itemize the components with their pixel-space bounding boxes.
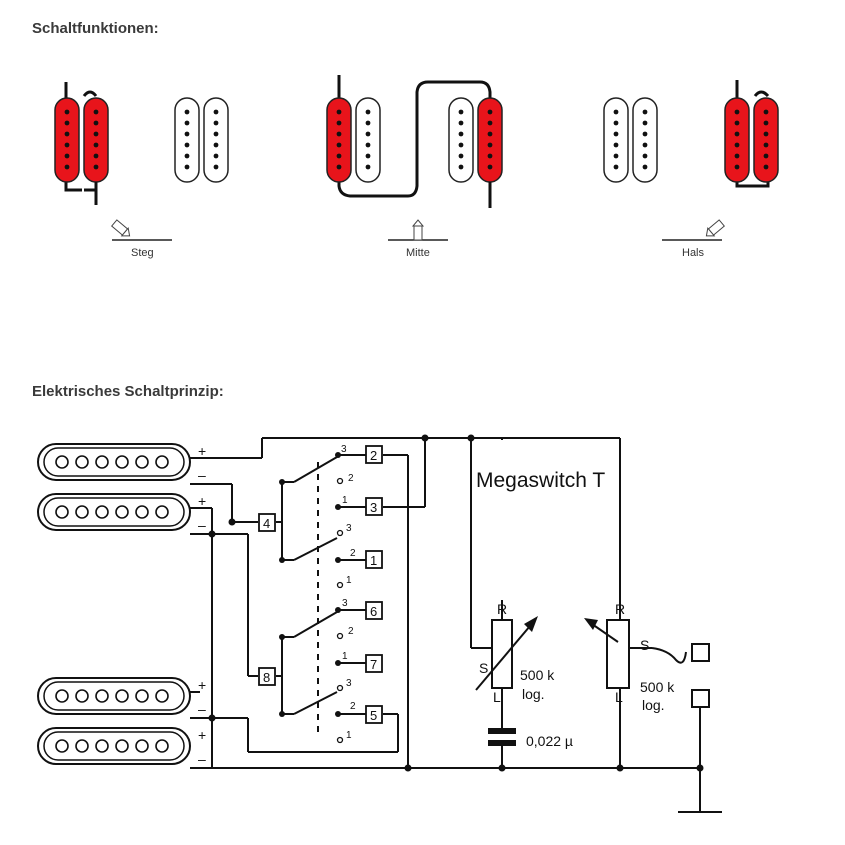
svg-text:8: 8 (263, 670, 270, 685)
svg-text:1: 1 (342, 651, 348, 662)
switch-position-numbers: 3 2 1 3 2 1 3 2 1 3 2 1 (341, 444, 356, 741)
switch-terminals: 2 3 4 1 6 7 8 5 (258, 445, 383, 724)
svg-text:1: 1 (346, 730, 352, 741)
svg-text:0,022 µ: 0,022 µ (526, 733, 573, 749)
svg-text:500 k: 500 k (640, 679, 675, 695)
svg-text:+: + (198, 493, 206, 509)
svg-text:2: 2 (350, 548, 356, 559)
svg-text:–: – (198, 467, 206, 483)
svg-text:2: 2 (370, 448, 377, 463)
svg-text:5: 5 (370, 708, 377, 723)
tone-potentiometer: R S L 500 k log. (584, 601, 675, 713)
volume-potentiometer: R S L 500 k log. (475, 600, 555, 705)
label-mitte: Mitte (406, 247, 430, 259)
svg-text:+: + (198, 677, 206, 693)
position-steg: Steg (54, 82, 229, 259)
svg-text:–: – (198, 701, 206, 717)
pickup-neck-humbucker (37, 677, 191, 765)
label-steg: Steg (131, 247, 154, 259)
svg-text:S: S (640, 637, 649, 653)
svg-text:3: 3 (341, 444, 347, 455)
tone-capacitor: 0,022 µ (488, 728, 573, 749)
svg-text:7: 7 (370, 657, 377, 672)
polarity-labels: + – + – + – + – (198, 443, 206, 767)
svg-text:3: 3 (342, 598, 348, 609)
wires (190, 437, 722, 813)
megaswitch-title: Megaswitch T (476, 469, 605, 492)
svg-text:–: – (198, 517, 206, 533)
svg-text:L: L (615, 689, 623, 705)
schematic-heading: Elektrisches Schaltprinzip: (32, 383, 224, 400)
svg-text:2: 2 (350, 701, 356, 712)
svg-text:6: 6 (370, 604, 377, 619)
svg-text:4: 4 (263, 516, 270, 531)
svg-text:log.: log. (642, 697, 665, 713)
svg-text:3: 3 (346, 523, 352, 534)
pickup-bridge-humbucker (37, 443, 191, 531)
svg-text:1: 1 (342, 495, 348, 506)
open-contacts (336, 477, 344, 744)
junctions (208, 434, 704, 772)
label-hals: Hals (682, 247, 705, 259)
svg-text:2: 2 (348, 473, 354, 484)
svg-text:+: + (198, 443, 206, 459)
svg-text:+: + (198, 727, 206, 743)
svg-text:3: 3 (370, 500, 377, 515)
svg-text:R: R (497, 601, 507, 617)
svg-text:1: 1 (346, 575, 352, 586)
switch-functions-heading: Schaltfunktionen: (32, 20, 159, 37)
position-mitte: Mitte (326, 75, 503, 259)
svg-text:R: R (615, 601, 625, 617)
position-hals: Hals (603, 80, 779, 259)
svg-text:1: 1 (370, 553, 377, 568)
svg-text:500 k: 500 k (520, 667, 555, 683)
svg-text:S: S (479, 660, 488, 676)
output-jack (691, 643, 710, 708)
svg-text:L: L (493, 689, 501, 705)
svg-text:3: 3 (346, 678, 352, 689)
svg-text:2: 2 (348, 626, 354, 637)
svg-text:–: – (198, 751, 206, 767)
svg-text:log.: log. (522, 686, 545, 702)
